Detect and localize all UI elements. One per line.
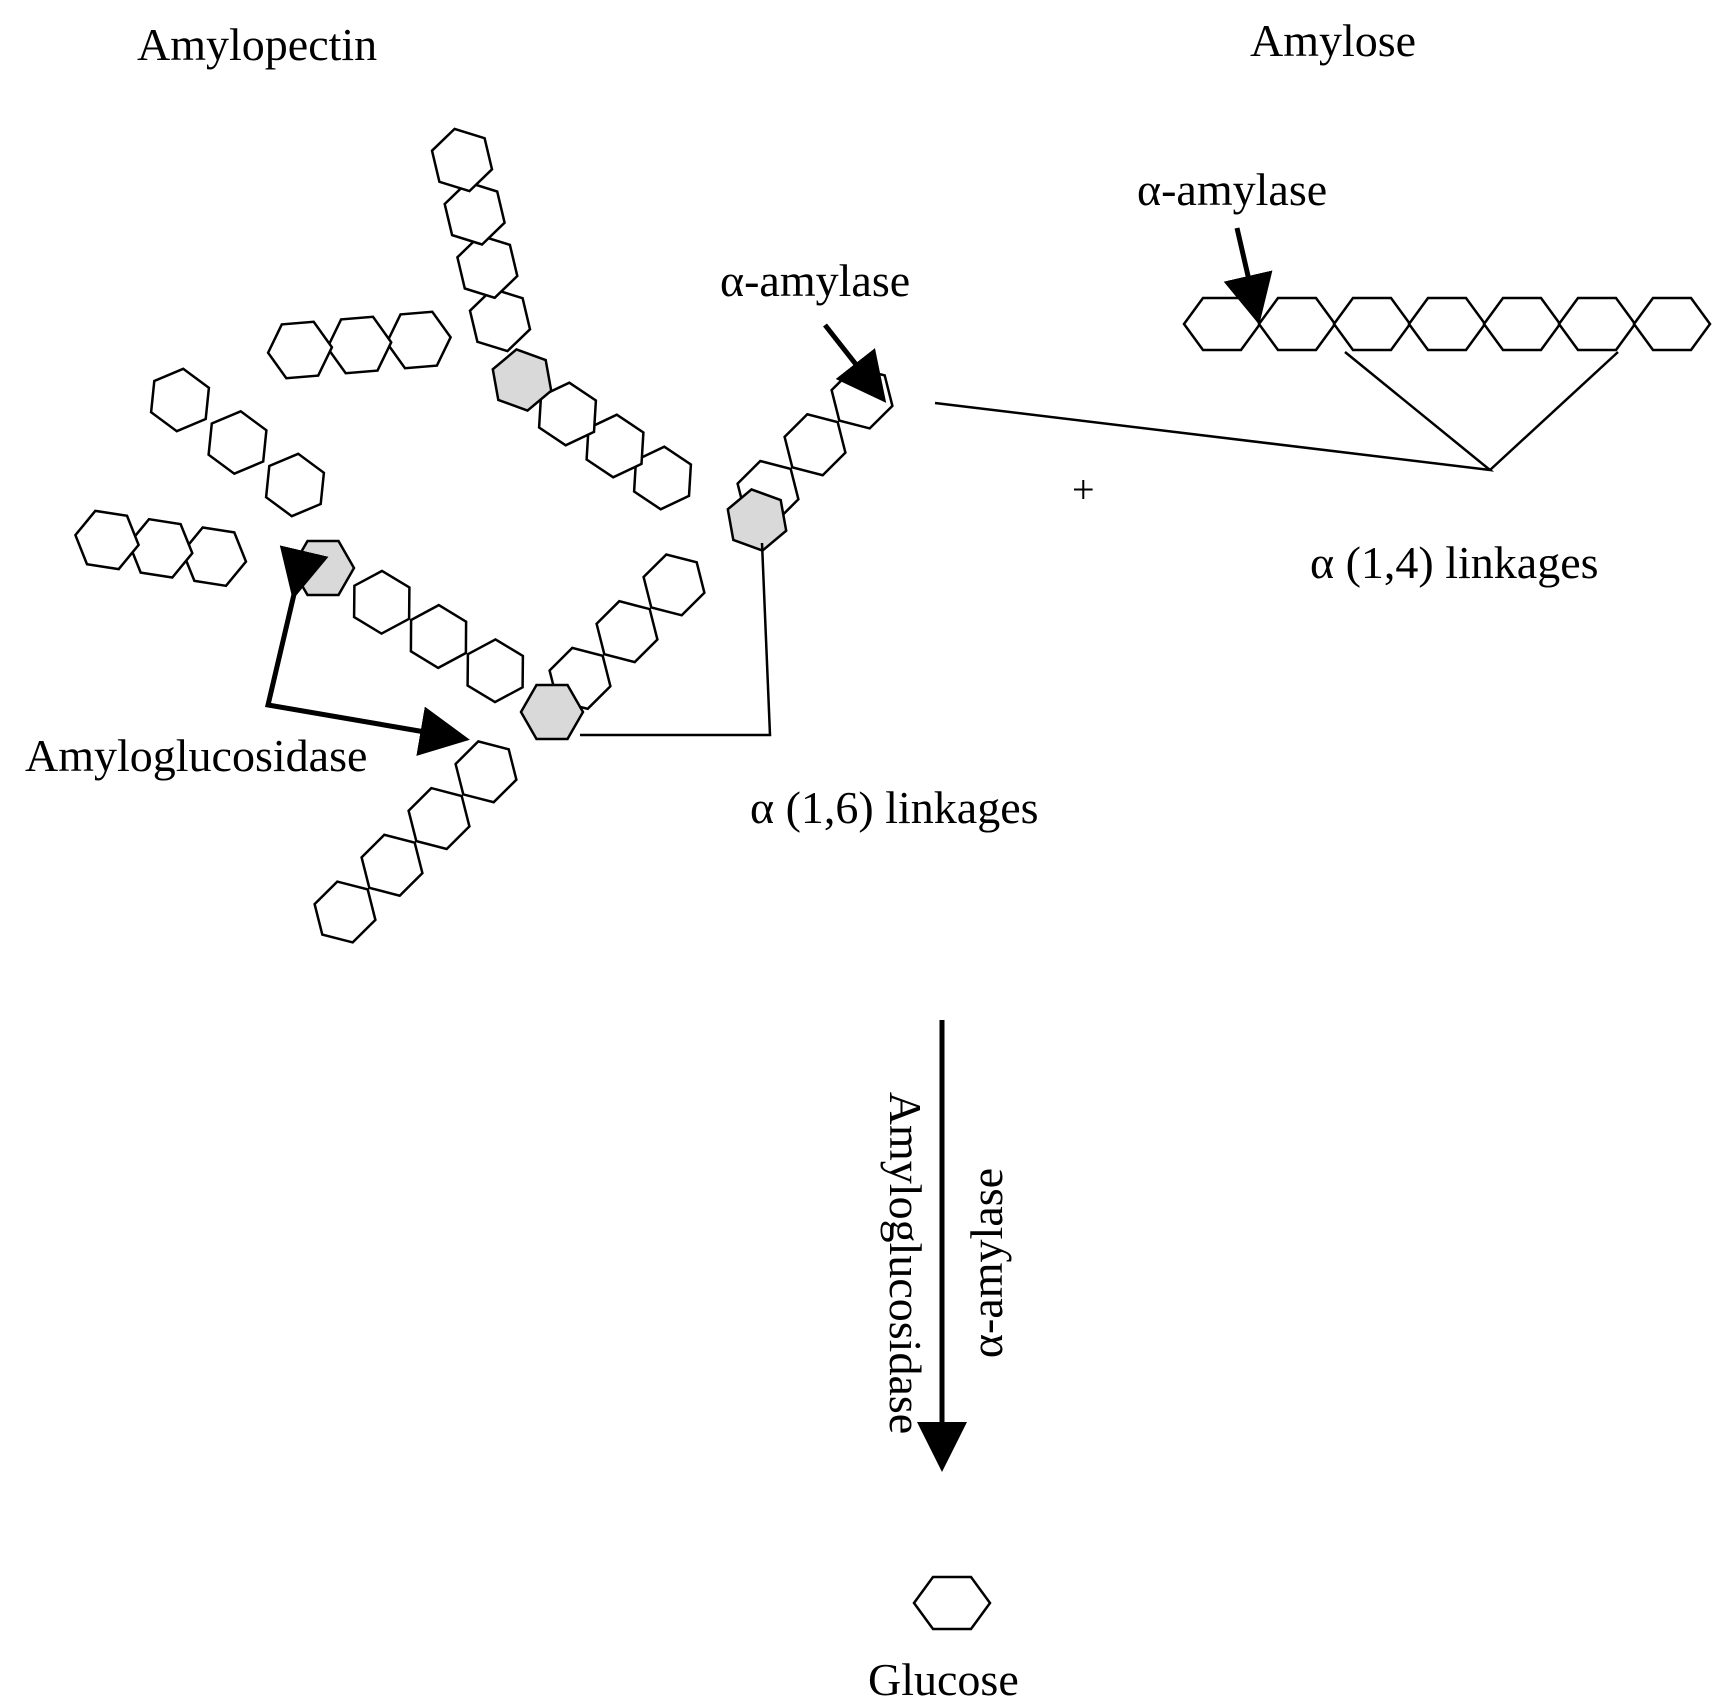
glucose-molecule [912, 1575, 992, 1631]
glucose-unit [830, 366, 894, 430]
glucose-unit [443, 180, 506, 246]
branch-point-unit [519, 683, 585, 741]
alpha-amylase-arrow [1223, 227, 1273, 325]
alpha-14-linkages-label: α (1,4) linkages [1310, 537, 1599, 588]
alpha-14-linkage-pointer [1489, 351, 1619, 471]
glucose-unit [456, 234, 519, 300]
glucose-unit [181, 526, 248, 588]
amylose-title: Amylose [1250, 15, 1417, 66]
glucose-unit [466, 637, 525, 704]
glucose-unit [595, 599, 659, 664]
glucose-unit [1257, 296, 1337, 352]
glucose-unit [1332, 296, 1412, 352]
alpha-amylase-arrow [823, 323, 887, 403]
glucose-unit [325, 315, 393, 375]
glucose-unit [73, 509, 141, 571]
glucose-unit [430, 127, 494, 193]
reaction-enzyme-alpha-amylase: α-amylase [961, 1167, 1012, 1359]
glucose-unit [409, 603, 468, 670]
glucose-unit [149, 367, 211, 433]
alpha-16-linkage-pointer [580, 542, 772, 737]
glucose-unit [1632, 296, 1712, 352]
glucose-unit [1407, 296, 1487, 352]
branch-point-unit [290, 539, 356, 597]
alpha-16-linkages-label: α (1,6) linkages [750, 782, 1039, 833]
glucose-label: Glucose [868, 1654, 1019, 1705]
alpha-amylase-label: α-amylase [720, 255, 911, 306]
glucose-unit [407, 786, 471, 851]
glucose-unit [360, 833, 424, 898]
amyloglucosidase-arrow [264, 545, 470, 756]
glucose-unit [127, 517, 194, 579]
glucose-unit [266, 320, 334, 380]
alpha-14-linkage-pointer [934, 351, 1495, 472]
glucose-unit [207, 409, 268, 476]
glucose-unit [1557, 296, 1637, 352]
glucose-unit [313, 880, 377, 944]
alpha-amylase-label: α-amylase [1137, 164, 1328, 215]
glucose-unit [642, 553, 706, 617]
reaction-enzyme-amyloglucosidase: Amyloglucosidase [880, 1091, 931, 1435]
branch-point-unit [726, 487, 788, 553]
glucose-unit [1482, 296, 1562, 352]
glucose-unit [352, 569, 411, 636]
glucose-unit [783, 412, 847, 477]
plus-sign: + [1072, 467, 1095, 512]
branch-point-unit [491, 347, 553, 413]
amylopectin-title: Amylopectin [137, 19, 378, 70]
glucose-unit [264, 452, 326, 518]
glucose-unit [1182, 296, 1262, 352]
glucose-unit [912, 1575, 992, 1631]
glucose-unit [454, 740, 518, 804]
glucose-unit [468, 287, 532, 353]
amyloglucosidase-label: Amyloglucosidase [25, 730, 368, 781]
amylose-molecule [1182, 296, 1712, 352]
glucose-unit [385, 310, 453, 370]
